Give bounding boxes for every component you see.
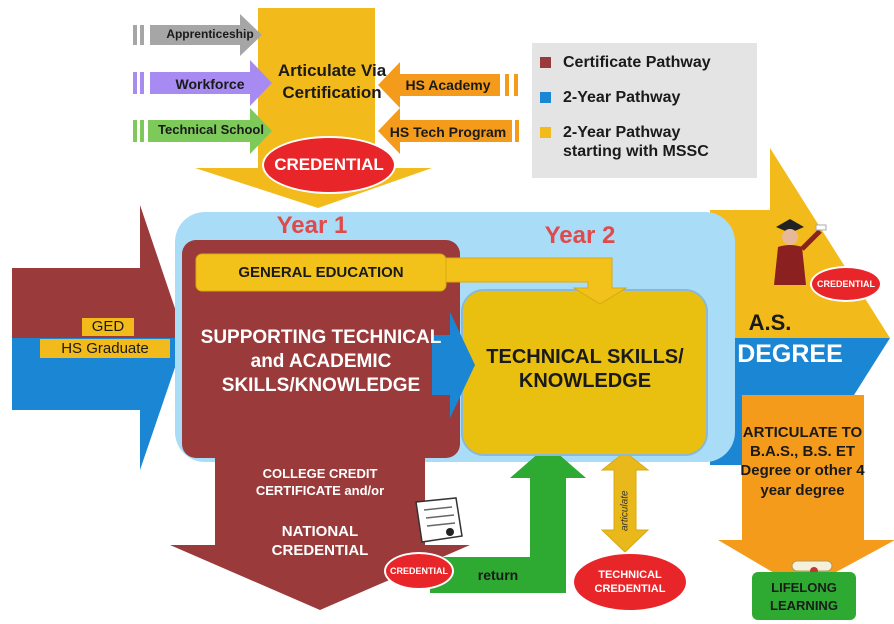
articulate-bas-label: ARTICULATE TO B.A.S., B.S. ET Degree or …	[740, 424, 865, 499]
hs-tech-program-arrow	[378, 108, 519, 154]
articulate-small-label: articulate	[619, 490, 631, 532]
graduate-figure	[774, 219, 827, 285]
hs-graduate-label: HS Graduate	[40, 339, 170, 358]
legend: Certificate Pathway 2-Year Pathway 2-Yea…	[532, 43, 757, 178]
degree-credential-badge: CREDENTIAL	[810, 266, 882, 302]
articulate-certification-label: Articulate Via Certification	[277, 61, 387, 102]
return-label: return	[477, 567, 519, 583]
year-1-label: Year 1	[276, 212, 348, 239]
college-credit-label: COLLEGE CREDIT CERTIFICATE and/or	[255, 466, 385, 498]
supporting-skills-box	[182, 240, 460, 458]
technical-school-arrow	[133, 108, 272, 154]
supporting-skills-label: SUPPORTING TECHNICAL and ACADEMIC SKILLS…	[200, 327, 442, 396]
certification-credential-badge: CREDENTIAL	[262, 136, 396, 194]
legend-item-mssc: 2-Year Pathway starting with MSSC	[540, 123, 740, 161]
general-education-box	[195, 253, 447, 292]
technical-school-label: Technical School	[158, 122, 264, 137]
certificate-document-icon	[415, 497, 463, 543]
legend-swatch-certificate	[540, 57, 551, 68]
legend-label-2-year: 2-Year Pathway	[563, 89, 681, 106]
technical-credential-badge: TECHNICAL CREDENTIAL	[572, 552, 688, 612]
as-label: A.S.	[748, 310, 792, 335]
ged-label: GED	[82, 318, 134, 336]
articulate-down-arrow	[718, 395, 894, 590]
lifelong-learning-label: LIFELONG LEARNING	[770, 580, 838, 613]
legend-item-2-year: 2-Year Pathway	[540, 88, 680, 107]
legend-swatch-mssc	[540, 127, 551, 138]
apprenticeship-label: Apprenticeship	[166, 27, 254, 41]
entry-arrow-blue	[12, 338, 185, 470]
certificate-credential-badge: CREDENTIAL	[384, 552, 454, 590]
workforce-label: Workforce	[175, 76, 245, 92]
general-education-arrow	[439, 257, 628, 305]
national-credential-label: NATIONAL CREDENTIAL	[271, 523, 369, 560]
legend-swatch-2-year	[540, 92, 551, 103]
hs-academy-label: HS Academy	[405, 77, 491, 93]
workforce-arrow	[133, 60, 272, 106]
lifelong-learning-box	[752, 572, 856, 620]
technical-skills-label: TECHNICAL SKILLS/ KNOWLEDGE	[486, 346, 684, 392]
entry-arrow-maroon	[12, 205, 185, 338]
progression-arrow	[432, 312, 475, 418]
legend-label-certificate: Certificate Pathway	[563, 54, 711, 71]
apprenticeship-arrow	[133, 14, 262, 56]
hs-tech-program-label: HS Tech Program	[389, 124, 507, 140]
general-education-label: GENERAL EDUCATION	[238, 264, 404, 281]
degree-label: DEGREE	[737, 340, 843, 368]
year-2-label: Year 2	[544, 222, 616, 249]
return-arrow	[430, 445, 586, 593]
legend-item-certificate: Certificate Pathway	[540, 53, 711, 72]
hs-academy-arrow	[378, 62, 518, 108]
legend-label-mssc: 2-Year Pathway starting with MSSC	[563, 124, 709, 161]
